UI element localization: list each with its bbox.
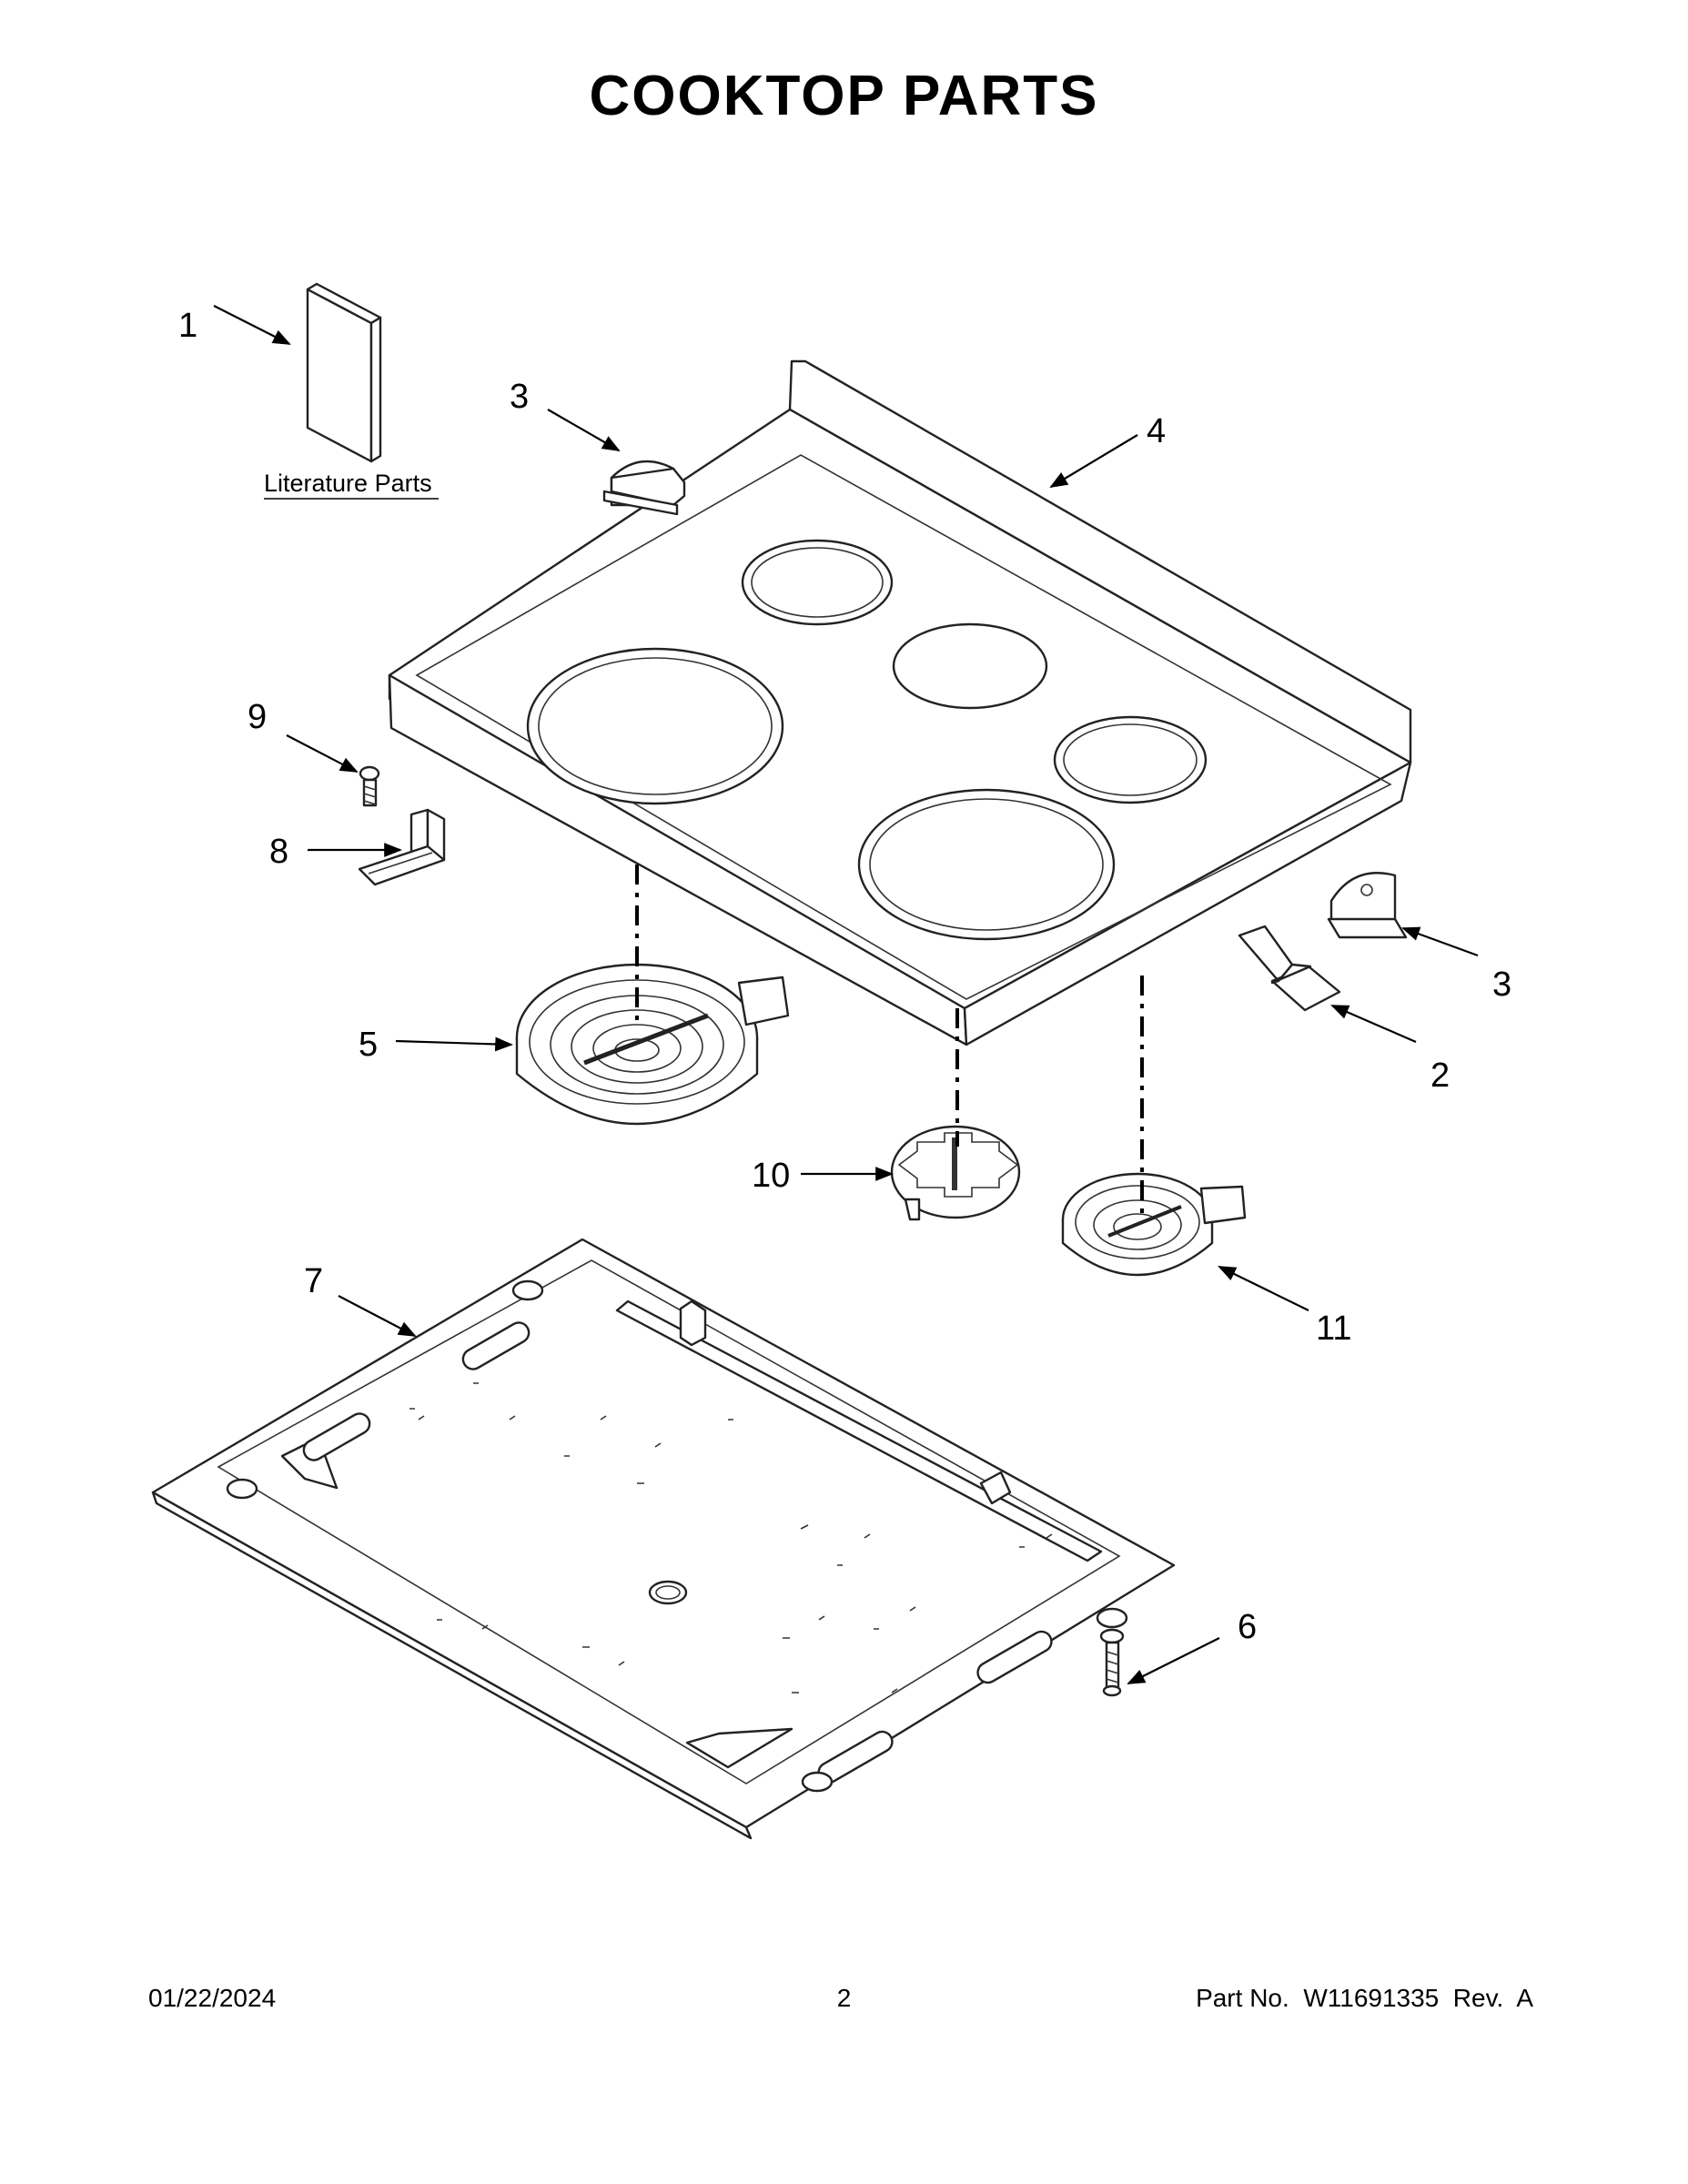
screw-6-illustration bbox=[1099, 1628, 1125, 1697]
burner-box-illustration bbox=[151, 1238, 1176, 1840]
leader-1 bbox=[213, 305, 291, 345]
bracket-8-illustration bbox=[358, 808, 446, 886]
leader-2 bbox=[1330, 1004, 1417, 1044]
callout-3-right: 3 bbox=[1492, 966, 1511, 1004]
literature-parts-illustration bbox=[306, 282, 382, 463]
leader-6 bbox=[1127, 1637, 1220, 1684]
leader-7 bbox=[338, 1295, 417, 1337]
page-title: COOKTOP PARTS bbox=[589, 65, 1099, 127]
callout-8: 8 bbox=[269, 833, 288, 871]
literature-parts-label: Literature Parts bbox=[264, 470, 432, 497]
footer-part-number: Part No. W11691335 Rev. A bbox=[1196, 1984, 1533, 2012]
callout-7: 7 bbox=[304, 1262, 323, 1300]
bracket-top-illustration bbox=[602, 460, 686, 516]
leader-3b bbox=[1401, 926, 1479, 957]
callout-1: 1 bbox=[178, 307, 197, 345]
callout-10: 10 bbox=[752, 1157, 790, 1195]
screw-illustration bbox=[359, 765, 380, 807]
burner-ring-large-left bbox=[526, 647, 784, 805]
footer-date: 01/22/2024 bbox=[148, 1984, 277, 2012]
callout-11: 11 bbox=[1316, 1309, 1351, 1348]
sensor-illustration bbox=[890, 1125, 1021, 1221]
callout-6: 6 bbox=[1238, 1608, 1257, 1646]
large-radiant-element-illustration bbox=[515, 963, 790, 1126]
leader-3a bbox=[547, 409, 621, 451]
leader-11 bbox=[1218, 1266, 1309, 1311]
clip-illustration bbox=[1238, 925, 1341, 1012]
leader-4 bbox=[1049, 434, 1138, 489]
callout-9: 9 bbox=[248, 698, 267, 736]
callout-4: 4 bbox=[1147, 412, 1166, 450]
callout-3-top: 3 bbox=[510, 378, 529, 416]
leader-5 bbox=[395, 1036, 513, 1052]
bracket-right-illustration bbox=[1327, 872, 1408, 939]
small-radiant-element-illustration bbox=[1061, 1172, 1247, 1277]
callout-2: 2 bbox=[1430, 1057, 1450, 1095]
leader-9 bbox=[286, 734, 359, 773]
footer-page-number: 2 bbox=[836, 1984, 852, 2012]
cooktop-glass-illustration bbox=[388, 359, 1412, 1046]
callout-5: 5 bbox=[359, 1026, 378, 1064]
